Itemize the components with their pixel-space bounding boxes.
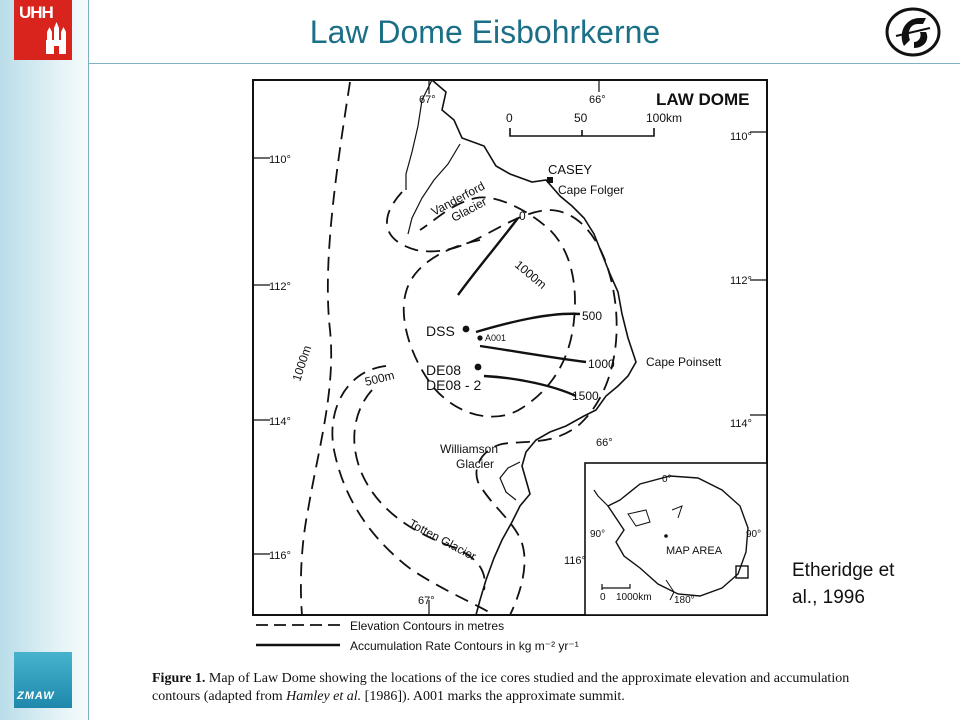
contour-label-1000m-center: 1000m: [512, 258, 549, 292]
inset-lat-0: 0°: [662, 474, 672, 485]
dss-marker: [462, 325, 470, 333]
citation-line-2: al., 1996: [792, 587, 865, 608]
lat-label-112-left: 112°: [269, 281, 291, 293]
zmaw-logo: ZMAW: [14, 652, 72, 708]
coastline: [431, 79, 637, 616]
header-divider: [88, 63, 960, 64]
legend-elevation-label: Elevation Contours in metres: [350, 619, 504, 633]
inset-map-area-box: [735, 565, 749, 579]
site-label-de08: DE08: [426, 362, 461, 378]
inset-scale-0: 0: [600, 592, 606, 603]
site-label-a001: A001: [485, 333, 506, 343]
figure-caption: Figure 1. Map of Law Dome showing the lo…: [152, 670, 892, 706]
uhh-logo-text: UHH: [19, 3, 54, 22]
citation: Etheridge et al., 1996: [792, 557, 952, 611]
casey-marker: [547, 177, 553, 183]
lon-label-66-coast: 66°: [596, 437, 613, 449]
map-heading: LAW DOME: [656, 90, 750, 109]
lat-label-116-right: 116°: [564, 555, 586, 567]
scale-tick-100km: 100km: [646, 111, 682, 125]
caption-text-a: Map of Law Dome showing the locations of…: [152, 671, 850, 704]
contour-label-acc-1500: 1500: [572, 389, 599, 403]
place-casey: CASEY: [548, 162, 592, 177]
citation-line-1: Etheridge et: [792, 560, 895, 581]
place-totten-glacier: Totten Glacier: [407, 516, 479, 563]
contour-label-acc-1000: 1000: [588, 357, 615, 371]
uhh-logo: UHH: [14, 0, 72, 60]
inset-map-frame: [584, 462, 768, 616]
inset-lat-180: 180°: [674, 595, 695, 606]
elevation-contour-500-outer: [331, 365, 495, 616]
accumulation-contour-1000: [479, 344, 587, 364]
accumulation-contour-0: [457, 217, 519, 296]
zmaw-logo-text: ZMAW: [17, 690, 55, 702]
lon-label-66-top: 66°: [589, 94, 606, 106]
accumulation-contour-1500: [483, 374, 577, 398]
contour-label-acc-500: 500: [582, 309, 602, 323]
elevation-contour-1000-inner: [402, 196, 576, 418]
contour-label-500m: 500m: [363, 368, 396, 389]
elevation-contour-500: [386, 191, 618, 616]
scale-bar: [509, 128, 655, 137]
lat-label-116-left: 116°: [269, 550, 291, 562]
caption-text-italic: Hamley et al.: [286, 689, 362, 704]
place-cape-folger: Cape Folger: [558, 183, 624, 197]
place-williamson-2: Glacier: [456, 457, 494, 471]
law-dome-map-figure: 0 50 100km LAW DOME 67° 66° 66° 67° 110°…: [150, 70, 890, 715]
scale-tick-0: 0: [506, 111, 513, 125]
inset-scale-1000km: 1000km: [616, 592, 652, 603]
contour-label-acc-0: 0: [519, 209, 526, 223]
antarctica-outline: [606, 475, 749, 597]
a001-marker: [477, 335, 483, 341]
inset-scale-bar: [601, 584, 631, 590]
lon-label-67-top: 67°: [419, 94, 436, 106]
de08-marker: [474, 363, 482, 371]
inset-lon-90-right: 90°: [746, 529, 761, 540]
institute-logo: [884, 6, 942, 58]
caption-text-b: [1986]). A001 marks the approximate summ…: [361, 689, 625, 704]
legend-accumulation-label: Accumulation Rate Contours in kg m⁻² yr⁻…: [350, 639, 579, 653]
site-label-de08-2: DE08 - 2: [426, 377, 481, 393]
left-sidebar-band: [0, 0, 89, 720]
site-label-dss: DSS: [426, 323, 455, 339]
place-cape-poinsett: Cape Poinsett: [646, 355, 722, 369]
scale-tick-50: 50: [574, 111, 588, 125]
lat-label-110-left: 110°: [269, 154, 291, 166]
lat-label-114-right: 114°: [730, 418, 752, 430]
caption-label: Figure 1.: [152, 671, 206, 686]
lon-label-67-bottom: 67°: [418, 595, 435, 607]
inset-lon-90-left: 90°: [590, 529, 605, 540]
lat-label-110-right: 110°: [730, 131, 752, 143]
place-williamson-1: Williamson: [440, 442, 498, 456]
contour-label-1000m-left: 1000m: [290, 344, 315, 383]
elevation-contour-lower: [353, 389, 486, 591]
accumulation-contour-500: [475, 312, 581, 334]
lat-label-114-left: 114°: [269, 416, 291, 428]
slide-title: Law Dome Eisbohrkerne: [309, 14, 661, 50]
inset-map-area-label: MAP AREA: [666, 545, 723, 557]
lat-label-112-right: 112°: [730, 275, 752, 287]
